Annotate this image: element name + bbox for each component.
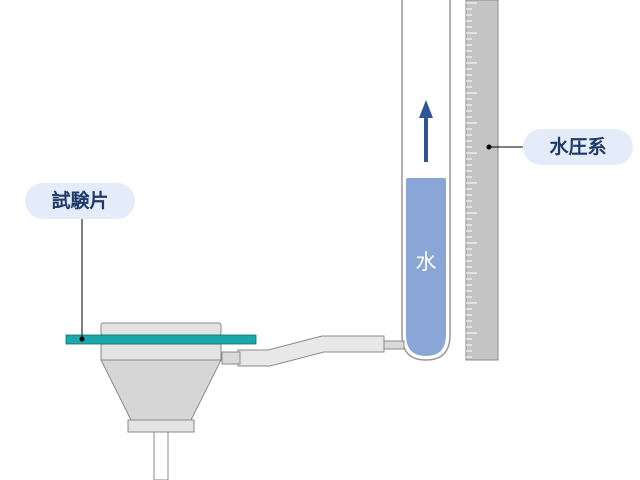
specimen-label: 試験片 — [25, 183, 135, 219]
water-gauge-label: 水圧系 — [523, 129, 633, 165]
water-label: 水 — [415, 250, 437, 274]
connecting-hose — [221, 335, 405, 367]
gauge-leader — [486, 144, 523, 150]
test-cup — [100, 322, 222, 480]
water-column — [406, 178, 446, 356]
ruler-ticks — [466, 2, 477, 358]
ruler-scale — [465, 0, 499, 361]
specimen-leader — [79, 219, 85, 342]
water-rise-arrow — [419, 100, 433, 162]
specimen-plate — [65, 334, 257, 345]
